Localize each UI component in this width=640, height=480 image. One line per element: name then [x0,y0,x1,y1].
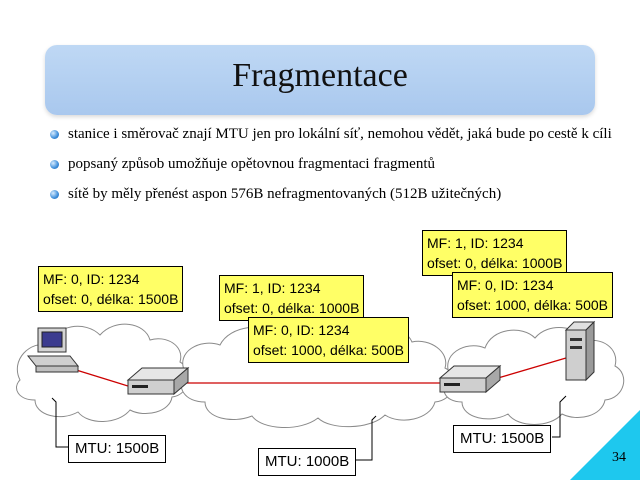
bullet-item: stanice i směrovač znají MTU jen pro lok… [48,124,618,145]
fragment-label-right-a: MF: 1, ID: 1234 ofset: 0, délka: 1000B [422,230,568,276]
fragment-line: ofset: 1000, délka: 500B [253,342,404,358]
workstation-icon [26,327,80,373]
title-box: Fragmentace [45,45,595,115]
router-right-icon [438,364,502,394]
bullet-dot-icon [50,160,59,169]
mtu-label-middle: MTU: 1000B [258,448,357,476]
bullet-text: popsaný způsob umožňuje opětovnou fragme… [68,156,435,172]
fragment-label-mid-b: MF: 0, ID: 1234 ofset: 1000, délka: 500B [248,317,409,363]
server-icon [564,320,596,382]
bullet-text: sítě by měly přenést aspon 576B nefragme… [68,186,502,202]
bullet-item: popsaný způsob umožňuje opětovnou fragme… [48,154,618,175]
mtu-label-right: MTU: 1500B [453,425,552,453]
fragment-line: ofset: 0, délka: 1000B [224,300,360,316]
fragment-line: MF: 0, ID: 1234 [253,322,350,338]
fragment-line: MF: 0, ID: 1234 [457,277,554,293]
fragment-line: MF: 1, ID: 1234 [427,235,524,251]
page-number: 34 [612,450,626,465]
bullet-dot-icon [50,130,59,139]
fragment-line: MF: 1, ID: 1234 [224,280,321,296]
fragment-line: ofset: 0, délka: 1000B [427,255,563,271]
bullet-text: stanice i směrovač znají MTU jen pro lok… [68,126,612,142]
mtu-label-left: MTU: 1500B [68,435,167,463]
fragment-label-right-b: MF: 0, ID: 1234 ofset: 1000, délka: 500B [452,272,613,318]
fragment-line: ofset: 1000, délka: 500B [457,297,608,313]
mtu-callout-lines [51,395,567,461]
router-left-icon [126,366,190,396]
slide-title: Fragmentace [232,57,408,94]
bullet-dot-icon [50,190,59,199]
bullet-item: sítě by měly přenést aspon 576B nefragme… [48,184,618,205]
fragment-label-mid-a: MF: 1, ID: 1234 ofset: 0, délka: 1000B [219,275,365,321]
fragment-line: ofset: 0, délka: 1500B [43,291,179,307]
fragment-label-left: MF: 0, ID: 1234 ofset: 0, délka: 1500B [38,266,184,312]
corner-decoration [570,410,640,480]
fragment-line: MF: 0, ID: 1234 [43,271,140,287]
bullet-list: stanice i směrovač znají MTU jen pro lok… [48,124,618,214]
